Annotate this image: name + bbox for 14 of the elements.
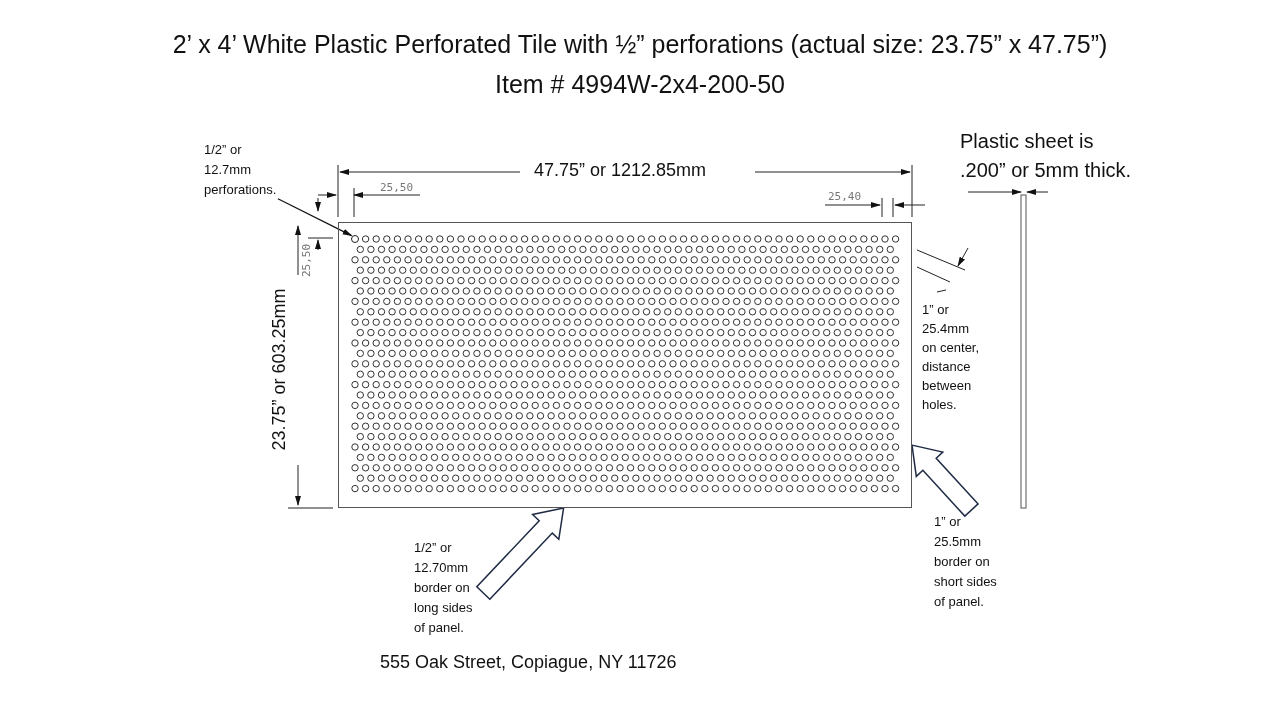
callout-text: 1” or 25.5mm border on short sides of panel. [934,512,1006,612]
leader-arrow [277,198,353,237]
item-number: Item # 4994W-2x4-200-50 [494,70,786,99]
dimension-label: 25,40 [828,190,862,203]
block-arrow [475,507,565,601]
dimension-label: 25,50 [300,243,314,278]
address-text: 555 Oak Street, Copiague, NY 11726 [380,652,677,673]
note-text: Plastic sheet is .200” or 5mm thick. [960,129,1133,183]
block-arrow [911,444,980,518]
callout-text: 1” or 25.4mm on center, distance between holes. [922,301,981,414]
title: 2’ x 4’ White Plastic Perforated Tile with ½” perforations (actual size: 23.75” x 47.75”) [171,30,1109,59]
dimension-label: 25,50 [380,181,414,194]
callout-text: 1/2” or 12.7mm perforations. [204,140,288,200]
callout-text: 1/2” or 12.70mm border on long sides of panel. [414,538,480,638]
